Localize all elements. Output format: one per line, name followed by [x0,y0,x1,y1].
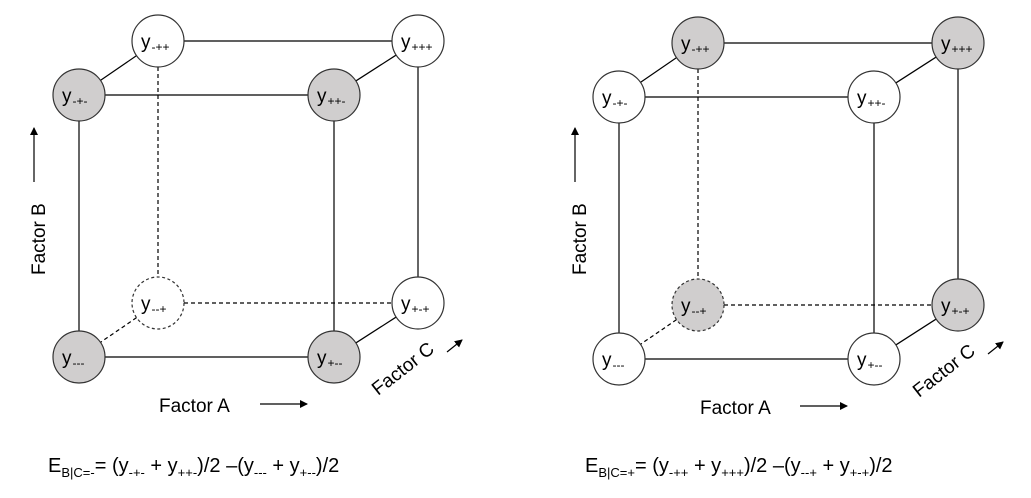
edge--++-to--+- [640,57,677,83]
node-circle [592,332,646,386]
formula-text: )/2 –(y [197,455,254,477]
node-label: y+-- [317,348,343,370]
factor-b-label: Factor B [29,203,50,275]
formula-text: + y [266,455,300,477]
factor-a-label: Factor A [700,398,771,419]
formula-text: )/2 [869,455,893,477]
node-circle [931,278,985,332]
edge-+++-to-++- [895,56,937,84]
formula-text: + y [688,455,722,477]
node-label: y+-+ [401,294,430,316]
node-ypmp: y+-+ [931,278,985,332]
node-circle [592,70,646,124]
edge---+-to---- [640,319,677,345]
node-label: y--+ [681,296,707,318]
node-ypmp: y+-+ [391,276,445,330]
node-label: y+++ [401,32,433,54]
node-circle [307,330,361,384]
node-ymmm: y--- [52,330,106,384]
formula-subscript: +-+ [849,465,870,480]
node-circle [847,70,901,124]
node-label: y++- [317,86,346,108]
node-circle [671,278,725,332]
edge-+-+-to-+-- [355,316,397,344]
formula-subscript: --- [253,465,267,480]
factor-b-label: Factor B [570,203,591,275]
node-label: y+-- [857,350,883,372]
node-yppm: y++- [307,68,361,122]
formula-subscript: +++ [721,465,744,480]
node-ymmm: y--- [592,332,646,386]
node-label: y--- [602,350,625,372]
cube-left: y-++ y+++ y-+- y++- y--+ y+-+ y--- y+-- Factor A… [29,14,463,417]
edge---+-to---- [100,317,137,343]
formula-lhs: E [585,455,599,477]
node-circle [52,330,106,384]
factor-c-arrow [446,339,463,353]
node-label: y-++ [141,32,170,54]
formula-lhs-subscript: B|C=+ [598,465,635,480]
node-circle [391,14,445,68]
formula-text: )/2 [315,455,340,477]
formula-subscript: ++- [177,465,198,480]
edge-+++-to-++- [355,54,397,82]
factor-c-arrow [987,341,1004,355]
node-label: y+++ [941,34,973,56]
node-ympm: y-+- [592,70,646,124]
node-label: y--- [62,348,85,370]
formula-text: + y [144,455,178,477]
node-ympp: y-++ [131,14,185,68]
edge--++-to--+- [100,55,137,81]
formula-subscript: --+ [800,465,817,480]
node-ymmp: y--+ [131,276,185,330]
cube-right: y-++ y+++ y-+- y++- y--+ y+-+ y--- y+-- Factor A… [570,16,1004,419]
node-ympp: y-++ [671,16,725,70]
node-circle [391,276,445,330]
formula-lhs-subscript: B|C=- [61,465,95,480]
node-label: y-++ [681,34,710,56]
node-circle [131,14,185,68]
formula-text: + y [816,455,850,477]
node-circle [52,68,106,122]
node-label: y+-+ [941,296,970,318]
node-circle [847,332,901,386]
factor-c-label: Factor C [909,341,979,402]
node-circle [131,276,185,330]
node-ympm: y-+- [52,68,106,122]
node-label: y-+- [602,88,628,110]
node-label: y-+- [62,86,88,108]
formula-text: )/2 –(y [743,455,801,477]
formula-left: EB|C=-= (y-+- + y++-)/2 –(y--- + y+--)/2 [48,455,339,480]
formula-text: = (y [634,455,669,477]
node-ypmm: y+-- [847,332,901,386]
formula-right: EB|C=+= (y-++ + y+++)/2 –(y--+ + y+-+)/2 [585,455,893,480]
node-ymmp: y--+ [671,278,725,332]
node-label: y++- [857,88,886,110]
node-yppp: y+++ [931,16,985,70]
formula-text: = (y [94,455,129,477]
formula-lhs: E [48,455,62,477]
node-label: y--+ [141,294,167,316]
formula-subscript: -++ [668,465,689,480]
node-circle [931,16,985,70]
factor-a-label: Factor A [159,396,230,417]
formula-subscript: +-- [299,465,316,480]
node-ypmm: y+-- [307,330,361,384]
formula-subscript: -+- [128,465,145,480]
node-yppm: y++- [847,70,901,124]
node-circle [307,68,361,122]
factor-c-label: Factor C [368,339,438,400]
edge-+-+-to-+-- [895,318,937,346]
node-circle [671,16,725,70]
node-yppp: y+++ [391,14,445,68]
